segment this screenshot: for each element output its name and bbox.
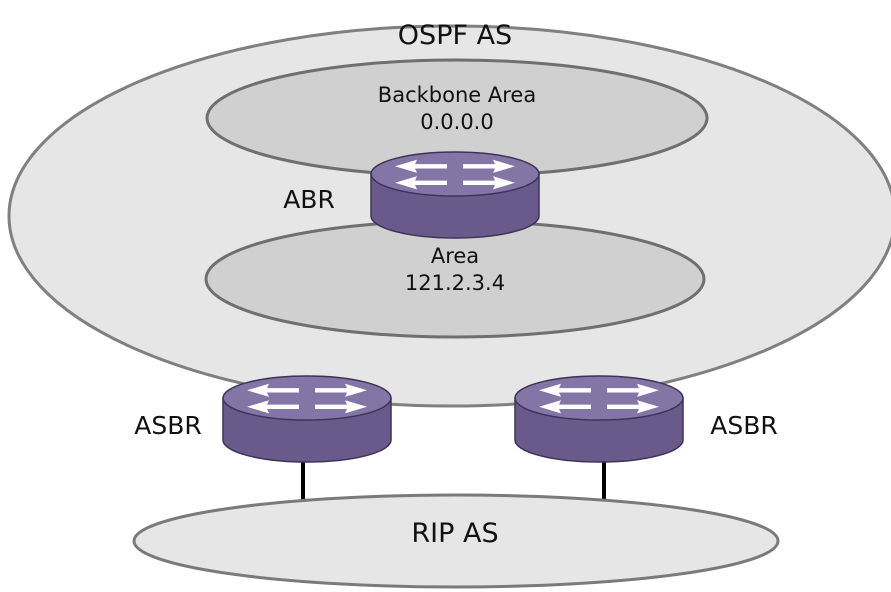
backbone-area-name: Backbone Area [378, 83, 536, 107]
rip-as-label: RIP AS [411, 518, 498, 549]
asbr-left-label: ASBR [134, 411, 202, 440]
backbone-area-region: Backbone Area 0.0.0.0 [205, 58, 709, 178]
router-icon [514, 375, 684, 463]
area-name: Area [431, 244, 479, 268]
asbr-left-router: ASBR [134, 375, 392, 463]
abr-label: ABR [283, 185, 335, 214]
area-region: Area 121.2.3.4 [204, 219, 706, 339]
router-icon [222, 375, 392, 463]
abr-router: ABR [283, 151, 540, 239]
area-id: 121.2.3.4 [405, 271, 505, 295]
ospf-as-label: OSPF AS [398, 20, 512, 51]
asbr-right-label: ASBR [710, 411, 778, 440]
asbr-right-router: ASBR [514, 375, 778, 463]
rip-as-region: RIP AS [132, 493, 780, 589]
backbone-area-id: 0.0.0.0 [420, 110, 493, 134]
router-icon [370, 151, 540, 239]
